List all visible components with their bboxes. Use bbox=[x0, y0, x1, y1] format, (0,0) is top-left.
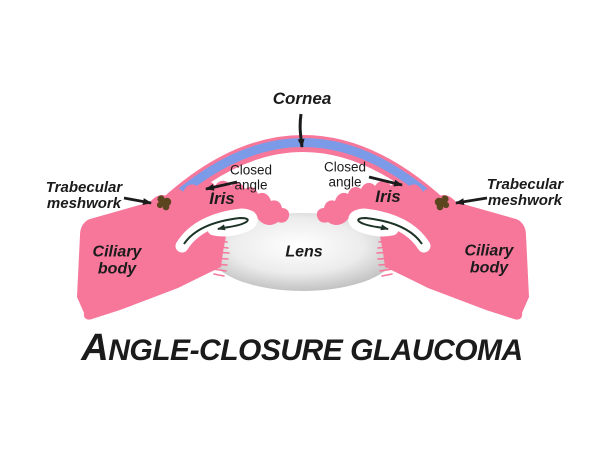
cornea-pointer-arrow bbox=[297, 113, 305, 148]
trabecular-meshwork-label-right: Trabecular meshwork bbox=[486, 175, 564, 209]
posterior-chamber-channel bbox=[175, 208, 258, 253]
title-lead-letter: A bbox=[81, 327, 109, 369]
cornea-label: Cornea bbox=[272, 88, 332, 108]
closed-angle-label-left: Closed angle bbox=[229, 162, 273, 192]
zonule-fibers bbox=[210, 239, 230, 277]
title-rest: NGLE-CLOSURE GLAUCOMA bbox=[108, 334, 523, 367]
trabecular-arrow-right bbox=[455, 196, 488, 206]
closed-angle-arrow-left bbox=[205, 180, 238, 191]
closed-angle-label-right: Closed angle bbox=[323, 159, 367, 189]
ciliary-body-label-right: Ciliary body bbox=[464, 242, 514, 277]
closed-angle-arrow-right bbox=[368, 175, 403, 187]
ciliary-body-label-left: Ciliary body bbox=[92, 243, 142, 278]
lens-label: Lens bbox=[285, 243, 323, 261]
iris-label-left: Iris bbox=[209, 188, 235, 208]
trabecular-meshwork-blob bbox=[156, 195, 172, 211]
trabecular-arrow-left bbox=[123, 196, 152, 205]
diagram-title: ANGLE-CLOSURE GLAUCOMA bbox=[0, 327, 604, 370]
trabecular-meshwork-label-left: Trabecular meshwork bbox=[45, 178, 123, 212]
iris-label-right: Iris bbox=[375, 186, 401, 206]
aqueous-flow-arrow bbox=[183, 216, 249, 245]
lens-shape bbox=[209, 213, 397, 291]
